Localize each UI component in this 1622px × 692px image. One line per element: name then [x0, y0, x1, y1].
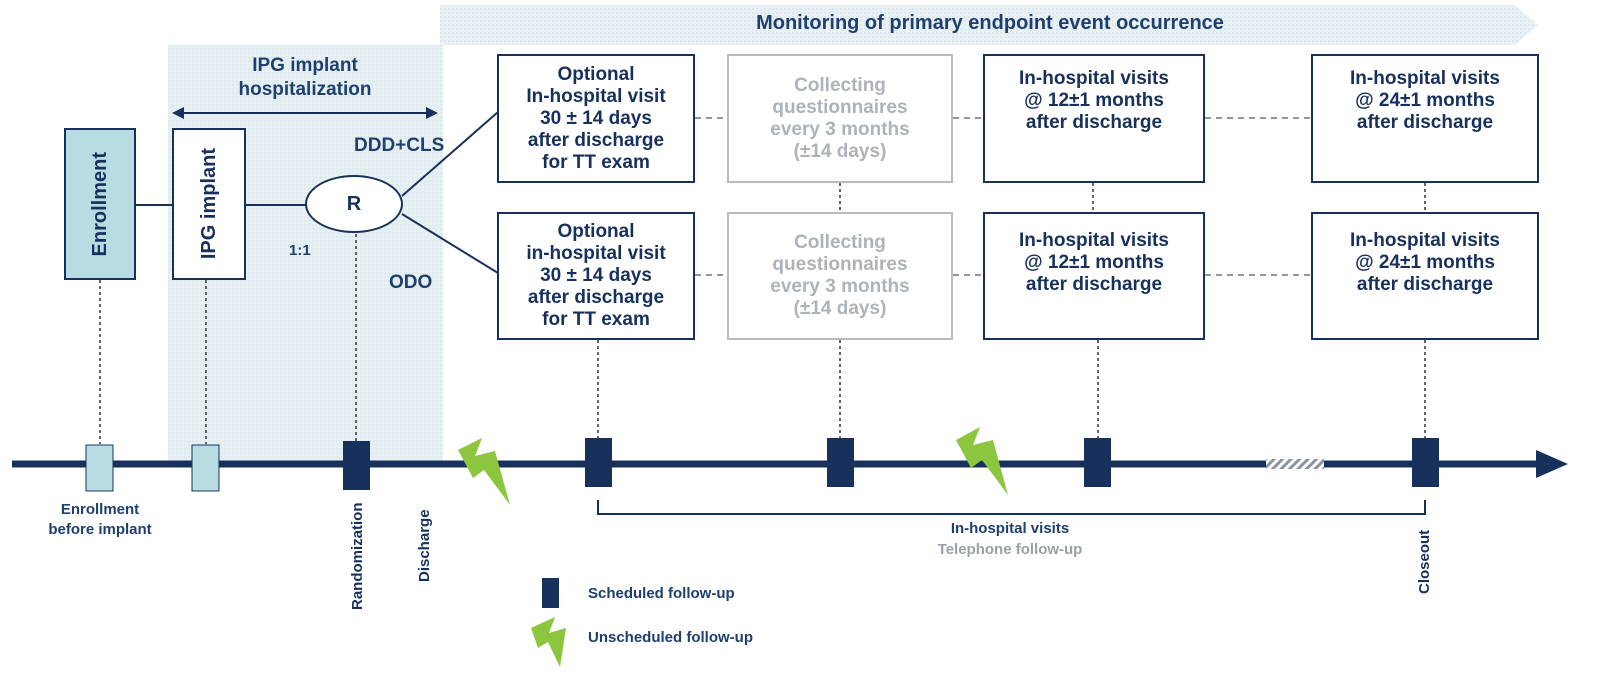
follow-up-bracket	[597, 500, 1426, 515]
enrollment-box: Enrollment	[64, 128, 136, 280]
implant-box: IPG implant	[172, 128, 246, 280]
marker-randomization	[343, 441, 370, 490]
bottom-questionnaire-box: Collecting questionnaires every 3 months…	[727, 212, 953, 340]
bottom-30day-visit-box: Optional in-hospital visit 30 ± 14 days …	[497, 212, 695, 340]
lightning-icon	[956, 427, 1008, 495]
marker-12month	[1084, 438, 1111, 487]
legend-unscheduled-label: Unscheduled follow-up	[588, 629, 753, 646]
banner-title: Monitoring of primary endpoint event occ…	[756, 12, 1224, 34]
marker-30day	[585, 438, 612, 487]
top-30day-visit-box: Optional In-hospital visit 30 ± 14 days …	[497, 54, 695, 183]
lightning-icon	[458, 438, 510, 505]
legend-scheduled-swatch	[542, 578, 559, 608]
legend-scheduled-label: Scheduled follow-up	[588, 585, 735, 602]
in-hospital-visits-label: In-hospital visits	[950, 520, 1070, 537]
hospitalization-label: IPG implant hospitalization	[238, 55, 372, 100]
marker-enrollment	[85, 444, 114, 492]
marker-questionnaire	[827, 438, 854, 487]
marker-implant	[191, 444, 220, 492]
telephone-follow-up-label: Telephone follow-up	[937, 541, 1083, 558]
implant-box-label: IPG implant	[197, 148, 220, 260]
enrollment-before-implant-label: Enrollment before implant	[48, 501, 152, 538]
bottom-24month-visit-box: In-hospital visits @ 24±1 months after d…	[1311, 212, 1539, 340]
randomization-symbol: R	[346, 192, 362, 215]
marker-24month	[1412, 438, 1439, 487]
randomization-circle: R	[305, 175, 403, 233]
top-12month-visit-box: In-hospital visits @ 12±1 months after d…	[983, 54, 1205, 183]
closeout-label: Closeout	[1415, 529, 1433, 594]
arm-ddd-cls: DDD+CLS	[354, 135, 445, 156]
timeline-gap	[1266, 459, 1324, 469]
banner-arrow	[440, 5, 1538, 45]
randomization-label: Randomization	[348, 502, 366, 611]
top-24month-visit-box: In-hospital visits @ 24±1 months after d…	[1311, 54, 1539, 183]
arm-odo: ODO	[389, 272, 433, 293]
randomization-ratio: 1:1	[289, 242, 311, 259]
lightning-icon	[531, 617, 566, 667]
top-questionnaire-box: Collecting questionnaires every 3 months…	[727, 54, 953, 183]
discharge-label: Discharge	[415, 509, 433, 582]
timeline-arrowhead	[1536, 450, 1568, 478]
bottom-12month-visit-box: In-hospital visits @ 12±1 months after d…	[983, 212, 1205, 340]
enrollment-box-label: Enrollment	[88, 151, 111, 257]
